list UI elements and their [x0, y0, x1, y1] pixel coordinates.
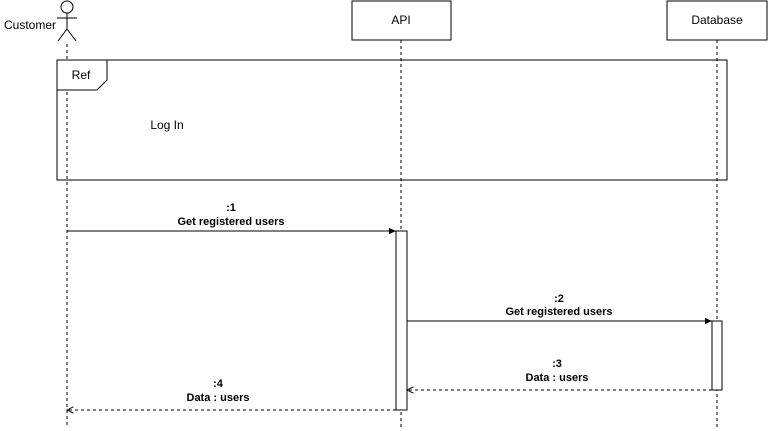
actor-customer-icon — [57, 0, 77, 42]
participant-customer-label: Customer — [4, 18, 56, 32]
message-3-number: :3 — [552, 358, 562, 370]
participant-api-box — [351, 0, 452, 41]
participant-database-label: Database — [691, 13, 743, 27]
ref-fragment — [56, 59, 728, 181]
activation-api — [395, 230, 408, 411]
message-1-label: Get registered users — [178, 216, 285, 228]
ref-fragment-tag-label: Ref — [72, 68, 91, 82]
ref-fragment-text: Log In — [150, 118, 183, 132]
activation-database — [711, 320, 723, 391]
message-1-number: :1 — [226, 202, 236, 214]
participant-api-label: API — [391, 13, 410, 27]
message-4-number: :4 — [213, 378, 224, 390]
message-2-label: Get registered users — [506, 306, 613, 318]
message-4-label: Data : users — [187, 392, 250, 404]
message-3-label: Data : users — [526, 372, 589, 384]
ref-fragment-tag — [56, 59, 108, 91]
participant-database-box — [666, 0, 768, 41]
message-2-number: :2 — [554, 293, 564, 305]
